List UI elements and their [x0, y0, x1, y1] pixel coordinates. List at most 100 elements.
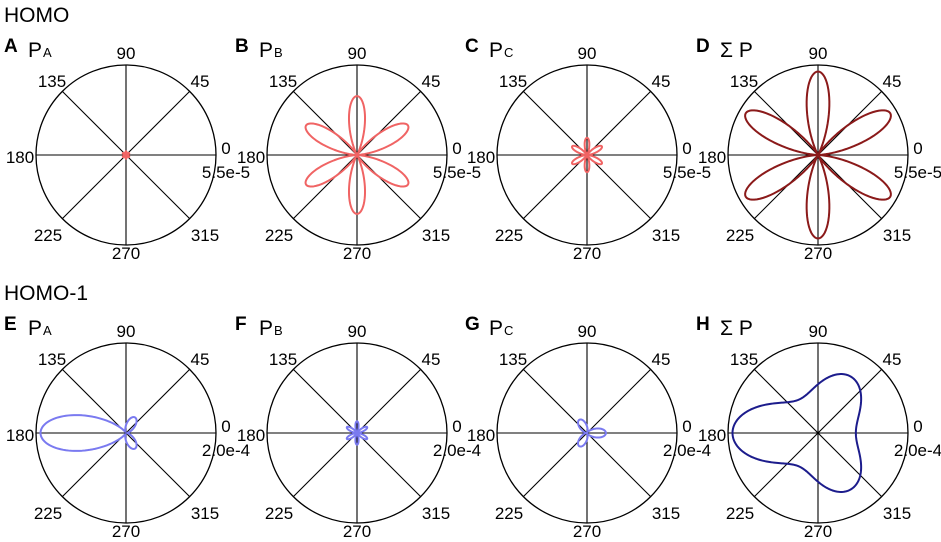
- panel-title: Σ P: [720, 39, 753, 62]
- polar-series-curve: [744, 70, 892, 240]
- angle-label-45: 45: [883, 350, 902, 369]
- radial-max-label: 2.0e-4: [894, 441, 941, 460]
- angle-label-225: 225: [265, 504, 293, 523]
- angle-label-45: 45: [191, 350, 210, 369]
- angle-label-0: 0: [221, 139, 230, 158]
- angle-label-315: 315: [883, 226, 911, 245]
- angle-label-135: 135: [730, 72, 758, 91]
- angle-label-90: 90: [809, 44, 828, 63]
- polar-series-curve: [39, 414, 138, 452]
- panel-letter: G: [465, 314, 480, 335]
- panel-title: P: [28, 39, 42, 62]
- angle-label-90: 90: [348, 44, 367, 63]
- angle-label-90: 90: [578, 322, 597, 341]
- panel-letter: C: [465, 36, 479, 57]
- panel-letter: H: [696, 314, 710, 335]
- panel-letter: A: [4, 36, 18, 57]
- angle-label-225: 225: [726, 504, 754, 523]
- angle-label-135: 135: [730, 350, 758, 369]
- radial-max-label: 2.0e-4: [433, 441, 481, 460]
- angle-label-270: 270: [573, 244, 601, 263]
- panel-title-subscript: C: [504, 323, 513, 338]
- angle-label-180: 180: [237, 426, 265, 445]
- angle-label-270: 270: [112, 522, 140, 541]
- panel-title-subscript: B: [274, 323, 283, 338]
- angle-label-270: 270: [573, 522, 601, 541]
- angle-label-180: 180: [6, 148, 34, 167]
- angle-label-0: 0: [913, 417, 922, 436]
- radial-max-label: 2.0e-4: [202, 441, 250, 460]
- angle-label-270: 270: [343, 244, 371, 263]
- angle-label-90: 90: [578, 44, 597, 63]
- panel-title-subscript: B: [274, 45, 283, 60]
- angle-label-315: 315: [422, 504, 450, 523]
- angle-label-135: 135: [269, 72, 297, 91]
- angle-label-90: 90: [348, 322, 367, 341]
- angle-label-315: 315: [191, 226, 219, 245]
- angle-label-225: 225: [265, 226, 293, 245]
- panel-title: Σ P: [720, 317, 753, 340]
- angle-label-45: 45: [422, 350, 441, 369]
- radial-max-label: 2.0e-4: [663, 441, 711, 460]
- angle-label-315: 315: [191, 504, 219, 523]
- angle-label-270: 270: [112, 244, 140, 263]
- angle-label-270: 270: [804, 522, 832, 541]
- angle-label-315: 315: [652, 226, 680, 245]
- angle-label-135: 135: [38, 350, 66, 369]
- angle-label-45: 45: [883, 72, 902, 91]
- panel-title: P: [259, 39, 273, 62]
- panel-title: P: [28, 317, 42, 340]
- angle-label-0: 0: [452, 417, 461, 436]
- panel-title-subscript: C: [504, 45, 513, 60]
- panel-letter: B: [235, 36, 249, 57]
- polar-series-curve: [304, 95, 410, 215]
- angle-label-90: 90: [809, 322, 828, 341]
- angle-label-135: 135: [269, 350, 297, 369]
- angle-label-180: 180: [467, 148, 495, 167]
- angle-label-225: 225: [34, 226, 62, 245]
- angle-label-315: 315: [652, 504, 680, 523]
- row-title-homo-1: HOMO-1: [4, 282, 88, 305]
- angle-label-135: 135: [499, 350, 527, 369]
- angle-label-0: 0: [913, 139, 922, 158]
- angle-label-180: 180: [6, 426, 34, 445]
- polar-spoke-135: [61, 368, 191, 498]
- angle-label-0: 0: [452, 139, 461, 158]
- panel-title: P: [489, 39, 503, 62]
- angle-label-45: 45: [422, 72, 441, 91]
- panel-letter: D: [696, 36, 710, 57]
- angle-label-225: 225: [495, 226, 523, 245]
- angle-label-225: 225: [34, 504, 62, 523]
- angle-label-45: 45: [652, 350, 671, 369]
- panel-title: P: [259, 317, 273, 340]
- radial-max-label: 5.5e-5: [894, 163, 941, 182]
- angle-label-315: 315: [883, 504, 911, 523]
- polar-series-curve: [121, 150, 131, 160]
- angle-label-270: 270: [343, 522, 371, 541]
- angle-label-90: 90: [117, 44, 136, 63]
- angle-label-45: 45: [652, 72, 671, 91]
- panel-title-subscript: A: [43, 323, 52, 338]
- angle-label-225: 225: [495, 504, 523, 523]
- row-title-homo: HOMO: [4, 4, 69, 27]
- radial-max-label: 5.5e-5: [202, 163, 250, 182]
- radial-max-label: 5.5e-5: [433, 163, 481, 182]
- angle-label-0: 0: [221, 417, 230, 436]
- panel-title-subscript: A: [43, 45, 52, 60]
- angle-label-135: 135: [38, 72, 66, 91]
- angle-label-180: 180: [467, 426, 495, 445]
- angle-label-180: 180: [237, 148, 265, 167]
- angle-label-0: 0: [682, 417, 691, 436]
- polar-series-curve: [571, 136, 603, 174]
- angle-label-0: 0: [682, 139, 691, 158]
- angle-label-315: 315: [422, 226, 450, 245]
- polar-series-curve: [731, 373, 863, 493]
